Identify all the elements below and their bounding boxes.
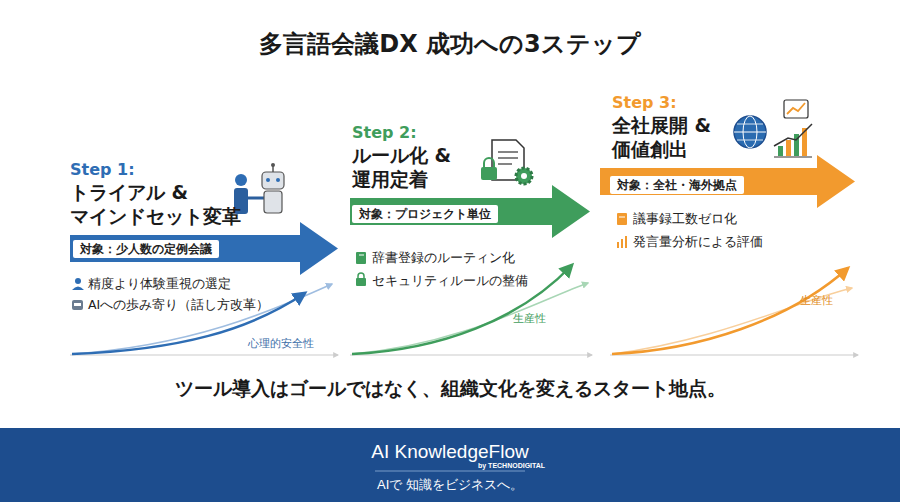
arrow-body [70,222,338,275]
gear-icon [521,173,527,179]
robot-icon [264,191,282,213]
bullet-text: AIへの歩み寄り（話し方改革） [88,297,269,314]
tagline-caption: ツール導入はゴールではなく、組織文化を変えるスタート地点。 [0,376,900,402]
brand-slogan: AIで 知識をビジネスへ。 [0,476,900,494]
bullet-icon [356,252,366,264]
growth-curve [352,283,588,354]
growth-curve [352,265,572,354]
target-box: 対象：少人数の定例会議 [73,240,219,258]
document-icon [498,163,512,164]
lock-icon [484,158,494,168]
robot-icon [276,178,280,182]
bar-icon [802,128,807,156]
arrow-body [600,155,855,208]
globe-icon [737,140,763,141]
chart-icon [787,103,805,114]
target-text: 対象：全社・海外拠点 [617,177,737,193]
brand-name: AI KnowledgeFlow [0,440,900,464]
target-text: 対象：少人数の定例会議 [80,241,212,257]
trend-line [774,124,812,146]
document-icon [492,140,524,180]
step-label: Step 2: [352,123,417,143]
baseline-axis [70,354,338,355]
globe-icon [734,116,766,148]
bullet-icon [72,300,83,310]
step-arrow: Step 3:全社展開 & 価値創出対象：全社・海外拠点 [600,93,855,211]
chart-icon [784,100,808,118]
robot-icon [262,172,284,189]
document-icon [498,151,518,152]
bar-icon [778,146,783,156]
bullet-text: 精度より体験重視の選定 [88,276,231,293]
arrow-body [350,185,590,238]
growth-curve [612,268,848,354]
bullet-text: 議事録工数ゼロ化 [633,211,737,228]
baseline-axis [350,354,592,355]
lock-icon [481,167,497,180]
footer-band: AI KnowledgeFlowby TECHNODIGITAL AIで 知識をビ… [0,428,900,502]
bullet-icon [621,239,623,248]
bullet-icon [617,242,619,248]
bullet-icon [358,273,364,279]
bar-icon [786,140,791,156]
robot-icon [272,166,274,172]
bullet-icon [617,213,627,225]
step-arrow: Step 1:トライアル & マインドセット変革対象：少人数の定例会議 [70,160,338,278]
bullet-icon [619,217,625,218]
bullet-icon [74,303,81,306]
brand-byline: by TECHNODIGITAL [478,460,545,472]
curve-label: 心理的安全性 [248,336,314,351]
curve-label: 生産性 [513,311,546,326]
step-title: 全社展開 & 価値創出 [612,113,762,161]
baseline-axis [610,354,858,355]
bullet-text: 辞書登録のルーティン化 [372,250,515,267]
handshake-icon [247,197,264,200]
bar-icon [794,134,799,156]
bullet-icon [625,236,627,248]
person-icon [235,174,247,186]
target-text: 対象：プロジェクト単位 [359,206,491,222]
curve-label: 生産性 [800,293,833,308]
robot-icon [266,178,270,182]
step-label: Step 1: [70,160,135,180]
step-label: Step 3: [612,93,677,113]
diagram-title: 多言語会議DX 成功への3ステップ [0,28,900,60]
target-box: 対象：プロジェクト単位 [352,205,498,223]
globe-icon [743,116,757,148]
step-title: トライアル & マインドセット変革 [70,180,270,228]
gear-icon [516,168,532,184]
globe-icon [734,132,766,133]
growth-curve [612,288,852,354]
bullet-icon [356,278,366,286]
bullet-text: セキュリティルールの整備 [372,273,528,290]
globe-icon [737,124,763,125]
target-box: 対象：全社・海外拠点 [610,176,744,194]
chart-axis [774,156,812,157]
bullet-icon [75,278,81,284]
document-icon [498,157,518,158]
robot-icon [271,163,275,167]
bullet-icon [359,255,364,256]
step-title: ルール化 & 運用定着 [352,143,502,191]
growth-curve [72,284,332,354]
bullet-text: 発言量分析による評価 [633,234,763,251]
bullet-icon [72,287,84,291]
step-arrow: Step 2:ルール化 & 運用定着対象：プロジェクト単位 [350,123,590,241]
